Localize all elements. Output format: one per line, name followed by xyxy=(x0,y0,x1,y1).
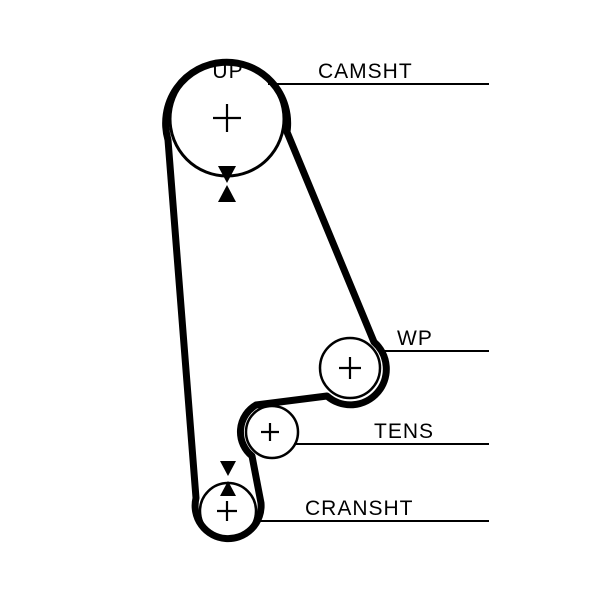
water-pump-label: WP xyxy=(397,327,433,350)
tensioner-plus-icon xyxy=(261,423,279,441)
tensioner-label: TENS xyxy=(374,420,434,443)
crankshaft-timing-mark-up-icon xyxy=(220,481,236,496)
camshaft-timing-mark-down-icon xyxy=(218,166,236,183)
camshaft-timing-mark-up-icon xyxy=(218,185,236,202)
camshaft-plus-icon xyxy=(213,104,241,132)
water-pump-pulley xyxy=(318,336,382,400)
crankshaft-timing-mark-down-icon xyxy=(220,461,236,476)
camshaft-label: CAMSHT xyxy=(318,60,413,83)
water-pump-plus-icon xyxy=(339,357,361,379)
tensioner-pulley xyxy=(244,404,300,460)
crankshaft-plus-icon xyxy=(217,501,237,521)
crankshaft-label: CRANSHT xyxy=(305,497,414,520)
camshaft-up-label: UP xyxy=(212,60,243,83)
